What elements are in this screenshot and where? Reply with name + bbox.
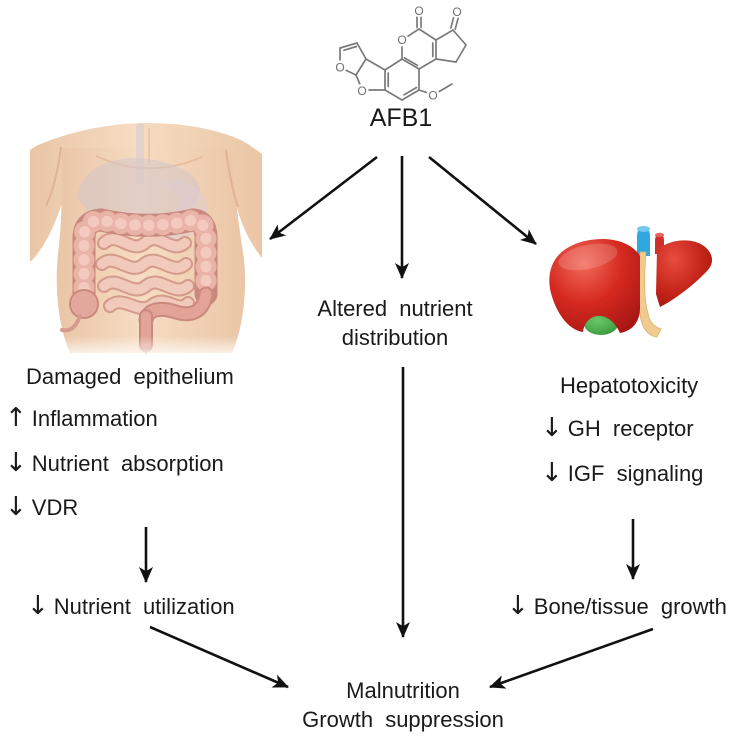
arrow-growth-to-malnutrition — [489, 627, 654, 689]
inflammation-item: ↑ Inflammation — [5, 403, 158, 433]
left-armpit-crease — [45, 146, 62, 207]
afb1-structure: O O O O O O — [333, 4, 467, 103]
altered-nutrient-heading: Altered nutrient distribution — [285, 294, 505, 352]
nutrient-absorption-item: ↓ Nutrient absorption — [5, 448, 224, 478]
afb1-label: AFB1 — [369, 104, 433, 132]
right-armpit-crease — [225, 149, 239, 208]
vdr-item: ↓ VDR — [5, 492, 79, 522]
damaged-epithelium-heading: Damaged epithelium — [26, 364, 234, 389]
down-arrow-icon: ↓ — [507, 591, 529, 621]
cecum — [69, 289, 99, 319]
growth-suppression-text: Growth suppression — [302, 707, 504, 732]
down-arrow-icon: ↓ — [5, 448, 27, 478]
torso-illustration — [24, 123, 264, 360]
nutrient-utilization-text: Nutrient utilization — [53, 594, 235, 619]
flow-arrows — [139, 155, 654, 689]
appendix — [60, 314, 82, 333]
large-intestine — [60, 208, 218, 355]
liver-left-lobe — [549, 238, 640, 333]
arrow-afb1-to-intestine — [269, 155, 378, 241]
arrow-afb1-to-liver — [428, 155, 537, 246]
lactone-carbonyl-oxygen-label: O — [414, 4, 423, 18]
dihydrofuran-oxygen-label: O — [357, 84, 366, 98]
liver-illustration — [549, 226, 713, 338]
vdr-text: VDR — [31, 495, 79, 520]
furan-oxygen-label: O — [335, 61, 344, 75]
bone-tissue-growth-text: Bone/tissue growth — [533, 594, 727, 619]
hepatotoxicity-heading: Hepatotoxicity — [560, 373, 699, 398]
altered-nutrient-line2: distribution — [341, 325, 449, 350]
nutrient-utilization-item: ↓ Nutrient utilization — [27, 591, 235, 621]
up-arrow-icon: ↑ — [5, 403, 27, 433]
altered-nutrient-line1: Altered nutrient — [317, 296, 473, 321]
down-arrow-icon: ↓ — [5, 492, 27, 522]
inflammation-text: Inflammation — [31, 406, 158, 431]
liver-right-lobe — [656, 240, 713, 307]
pyranone-oxygen-label: O — [397, 33, 406, 47]
bone-tissue-growth-item: ↓ Bone/tissue growth — [507, 591, 727, 621]
down-arrow-icon: ↓ — [27, 591, 49, 621]
down-arrow-icon: ↓ — [541, 458, 563, 488]
arrow-utilization-to-malnutrition — [149, 625, 289, 689]
igf-signaling-text: IGF signaling — [567, 461, 704, 486]
liver-faint — [78, 158, 201, 227]
result-block: Malnutrition Growth suppression — [250, 676, 556, 734]
nutrient-absorption-text: Nutrient absorption — [31, 451, 224, 476]
down-arrow-icon: ↓ — [541, 413, 563, 443]
hepatic-artery-top — [655, 232, 664, 238]
ketone-oxygen-label: O — [452, 5, 461, 19]
methoxy-oxygen-label: O — [428, 89, 437, 103]
vena-cava-icon — [637, 228, 650, 256]
vena-cava-top — [637, 226, 650, 232]
torso-bottom-fade — [24, 336, 264, 360]
malnutrition-text: Malnutrition — [346, 678, 460, 703]
gh-receptor-item: ↓ GH receptor — [541, 413, 694, 443]
gh-receptor-text: GH receptor — [567, 416, 694, 441]
igf-signaling-item: ↓ IGF signaling — [541, 458, 704, 488]
liver-highlight — [558, 243, 618, 271]
